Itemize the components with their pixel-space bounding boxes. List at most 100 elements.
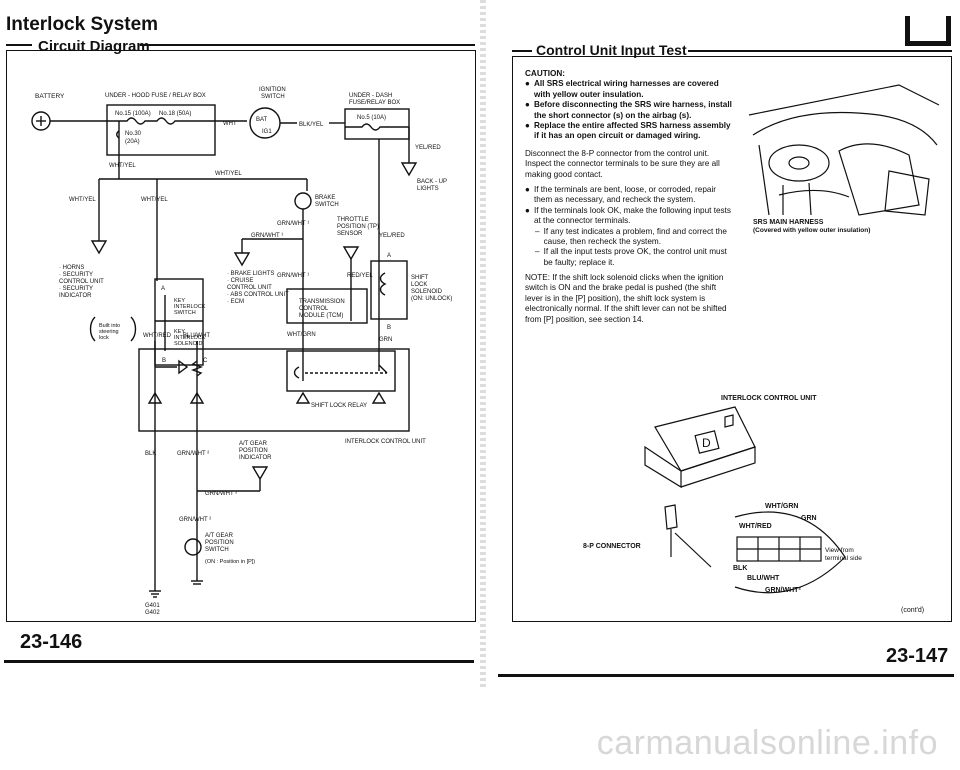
horns-list-1: · SECURITY	[59, 272, 93, 278]
ignition-switch-label2: SWITCH	[261, 94, 285, 100]
at-gear-indicator-1: POSITION	[239, 448, 268, 454]
at-gear-switch-symbol	[184, 538, 202, 556]
check-item: ●If the terminals look OK, make the foll…	[525, 205, 732, 226]
shift-lock-sol-2: SOLENOID	[411, 289, 443, 295]
right-page-number: 23-147	[886, 645, 949, 667]
underhood-box-label: UNDER - HOOD FUSE / RELAY BOX	[105, 93, 206, 99]
fuse5-label: No.5 (10A)	[357, 115, 386, 121]
key-interlock-switch-0: KEY	[174, 298, 185, 304]
shift-lock-relay-label: SHIFT LOCK RELAY	[311, 403, 367, 409]
wire-wht-red: WHT/RED	[143, 333, 172, 339]
wire-grn-wht-2: GRN/WHT ¹	[251, 233, 283, 239]
pin-wht-red: WHT/RED	[739, 523, 772, 530]
srs-harness-sublabel: (Covered with yellow outer insulation)	[753, 227, 871, 234]
wire-wht-yel-3: WHT/YEL	[69, 197, 96, 203]
underdash-box-label: UNDER - DASH	[349, 93, 392, 99]
underdash-box-label2: FUSE/RELAY BOX	[349, 100, 400, 106]
left-page-number: 23-146	[20, 631, 83, 653]
ground-g402: G402	[145, 610, 160, 616]
underhood-fuse-box	[106, 104, 216, 156]
at-gear-indicator-symbol	[251, 466, 269, 481]
brake-switch-label-1: SWITCH	[315, 202, 339, 208]
key-interlock-switch-2: SWITCH	[174, 310, 196, 316]
srs-harness-label: SRS MAIN HARNESS	[753, 219, 824, 226]
wire-grn-wht-3: GRN/WHT ¹	[277, 273, 309, 279]
shift-lock-sol-1: LOCK	[411, 282, 427, 288]
key-interlock-solenoid-1: INTERLOCK	[174, 335, 206, 341]
wire-wht-grn: WHT/GRN	[287, 332, 316, 338]
on-position-label: (ON : Position in [P])	[205, 559, 255, 565]
circuit-diagram-panel: BATTERY UNDER - HOOD FUSE / RELAY BOX No…	[6, 50, 476, 622]
check-item: ●If the terminals are bent, loose, or co…	[525, 185, 716, 205]
wire-yel-red-top: YEL/RED	[415, 145, 441, 151]
connector-b2: B	[387, 325, 391, 331]
brake-lights-2: CONTROL UNIT	[227, 285, 272, 291]
pin-grn: GRN	[801, 515, 817, 522]
wire-wht-yel-2: WHT/YEL	[215, 171, 242, 177]
contd-label: (cont'd)	[901, 607, 925, 614]
shift-lock-solenoid-box	[370, 260, 408, 320]
brake-switch-label-0: BRAKE	[315, 195, 335, 201]
icu-illustration: D	[644, 406, 846, 594]
wire-blk: BLK	[145, 451, 156, 457]
fuse18-label: No.18 (50A)	[159, 111, 191, 117]
brake-lights-0: · BRAKE LIGHTS	[227, 271, 274, 277]
shift-lock-relay-box	[286, 350, 396, 392]
dashboard-illustration	[748, 84, 940, 216]
pin-blk: BLK	[733, 565, 748, 572]
section-title-rule-left	[512, 50, 532, 52]
check-subitem: –If any test indicates a problem, find a…	[535, 226, 727, 247]
battery-label: BATTERY	[35, 93, 65, 100]
tp-sensor-symbol	[342, 246, 360, 261]
connector-label: 8-P CONNECTOR	[583, 543, 641, 550]
lock-label: lock	[99, 335, 109, 341]
wire-grn-wht-6: GRN/WHT ²	[179, 517, 211, 523]
shift-lock-sol-0: SHIFT	[411, 275, 429, 281]
circuit-diagram: BATTERY UNDER - HOOD FUSE / RELAY BOX No…	[31, 87, 452, 616]
at-gear-switch-2: SWITCH	[205, 547, 229, 553]
wire-wht-yel-1: WHT/YEL	[109, 163, 136, 169]
brake-light-symbol	[233, 252, 251, 267]
horn-load-symbol	[90, 240, 108, 255]
tcm-label-0: TRANSMISSION	[299, 299, 345, 305]
watermark: carmanualsonline.info	[596, 724, 938, 762]
wire-blk-yel: BLK/YEL	[299, 122, 324, 128]
left-footer-rule	[4, 660, 474, 663]
section-title-rule-right	[688, 50, 952, 52]
check-subitem: –If all the input tests prove OK, the co…	[535, 247, 727, 267]
pin-wht-grn: WHT/GRN	[765, 503, 799, 510]
at-gear-switch-0: A/T GEAR	[205, 533, 234, 539]
key-interlock-switch-1: INTERLOCK	[174, 304, 206, 310]
ground-g401: G401	[145, 603, 160, 609]
bat-label: BAT	[256, 117, 268, 123]
tcm-label-1: CONTROL	[299, 306, 329, 312]
section-title: Control Unit Input Test	[536, 42, 687, 58]
wire-yel-red-mid: YEL/RED	[379, 233, 405, 239]
subtitle-rule	[140, 44, 475, 46]
brake-lights-4: · ECM	[227, 299, 244, 305]
at-gear-indicator-0: A/T GEAR	[239, 441, 268, 447]
note-paragraph: NOTE: If the shift lock solenoid clicks …	[525, 273, 727, 324]
brake-lights-1: · CRUISE	[227, 278, 253, 284]
tp-sensor-2: SENSOR	[337, 231, 363, 237]
horns-list-4: INDICATOR	[59, 293, 92, 299]
steering-label: steering	[99, 329, 119, 335]
wire-wht-top: WHT	[223, 121, 237, 127]
pin-grn-wht2: GRN/WHT²	[765, 587, 801, 594]
disconnect-paragraph: Disconnect the 8-P connector from the co…	[525, 149, 720, 179]
horns-list-2: CONTROL UNIT	[59, 279, 104, 285]
view-from-label: View from	[825, 547, 854, 554]
fuse15-label: No.15 (100A)	[115, 111, 151, 117]
connector-a2: A	[387, 253, 391, 259]
input-test-panel: CAUTION: ●All SRS electrical wiring harn…	[512, 56, 952, 622]
built-into-label: Built into	[99, 323, 120, 329]
brake-switch-symbol	[294, 192, 312, 210]
wire-blu-wht: BLU/WHT	[183, 333, 210, 339]
ig1-label: IG1	[262, 129, 272, 135]
wire-grn: GRN	[379, 337, 392, 343]
corner-mark-icon	[905, 16, 951, 46]
horns-list-0: · HORNS	[59, 265, 84, 271]
pin-blu-wht: BLU/WHT	[747, 575, 780, 582]
brake-lights-3: · ABS CONTROL UNIT	[227, 292, 289, 298]
tcm-box	[286, 288, 368, 324]
